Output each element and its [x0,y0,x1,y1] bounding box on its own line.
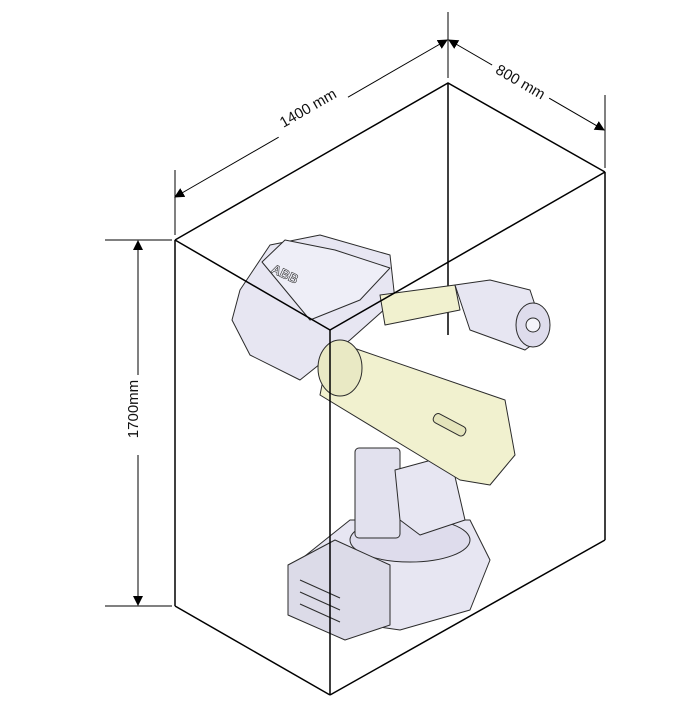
bounding-box [174,82,606,696]
robot-joint-2 [317,339,363,397]
width-label-bg [267,77,349,139]
robot-flange-center [525,317,541,333]
robot-forearm [379,284,461,326]
box-back-left-edge [174,82,606,241]
box-top-front-right-edge [329,171,606,331]
robot-shoulder-top [261,239,391,321]
robot-upper-arm [319,344,516,486]
robot-motor [354,447,401,539]
robot-arm-slot [432,413,467,437]
bounding-box-front [174,171,606,695]
height-label: 1700mm [125,380,142,438]
depth-label-bg [486,54,556,108]
box-bottom-left-edge [174,605,331,696]
robot-arm: ABB [231,234,551,641]
controller-detail [299,603,341,623]
robot-controller-box [287,539,391,641]
box-bottom-right-edge [329,539,606,696]
controller-detail [299,579,341,599]
dimension-height: 1700mm [105,239,172,607]
controller-detail [299,591,341,611]
dimension-width: 1400 mm [174,12,449,235]
dimension-depth: 800 mm [448,39,606,168]
height-label-bg [126,375,150,455]
box-top-front-left-edge [174,239,331,331]
